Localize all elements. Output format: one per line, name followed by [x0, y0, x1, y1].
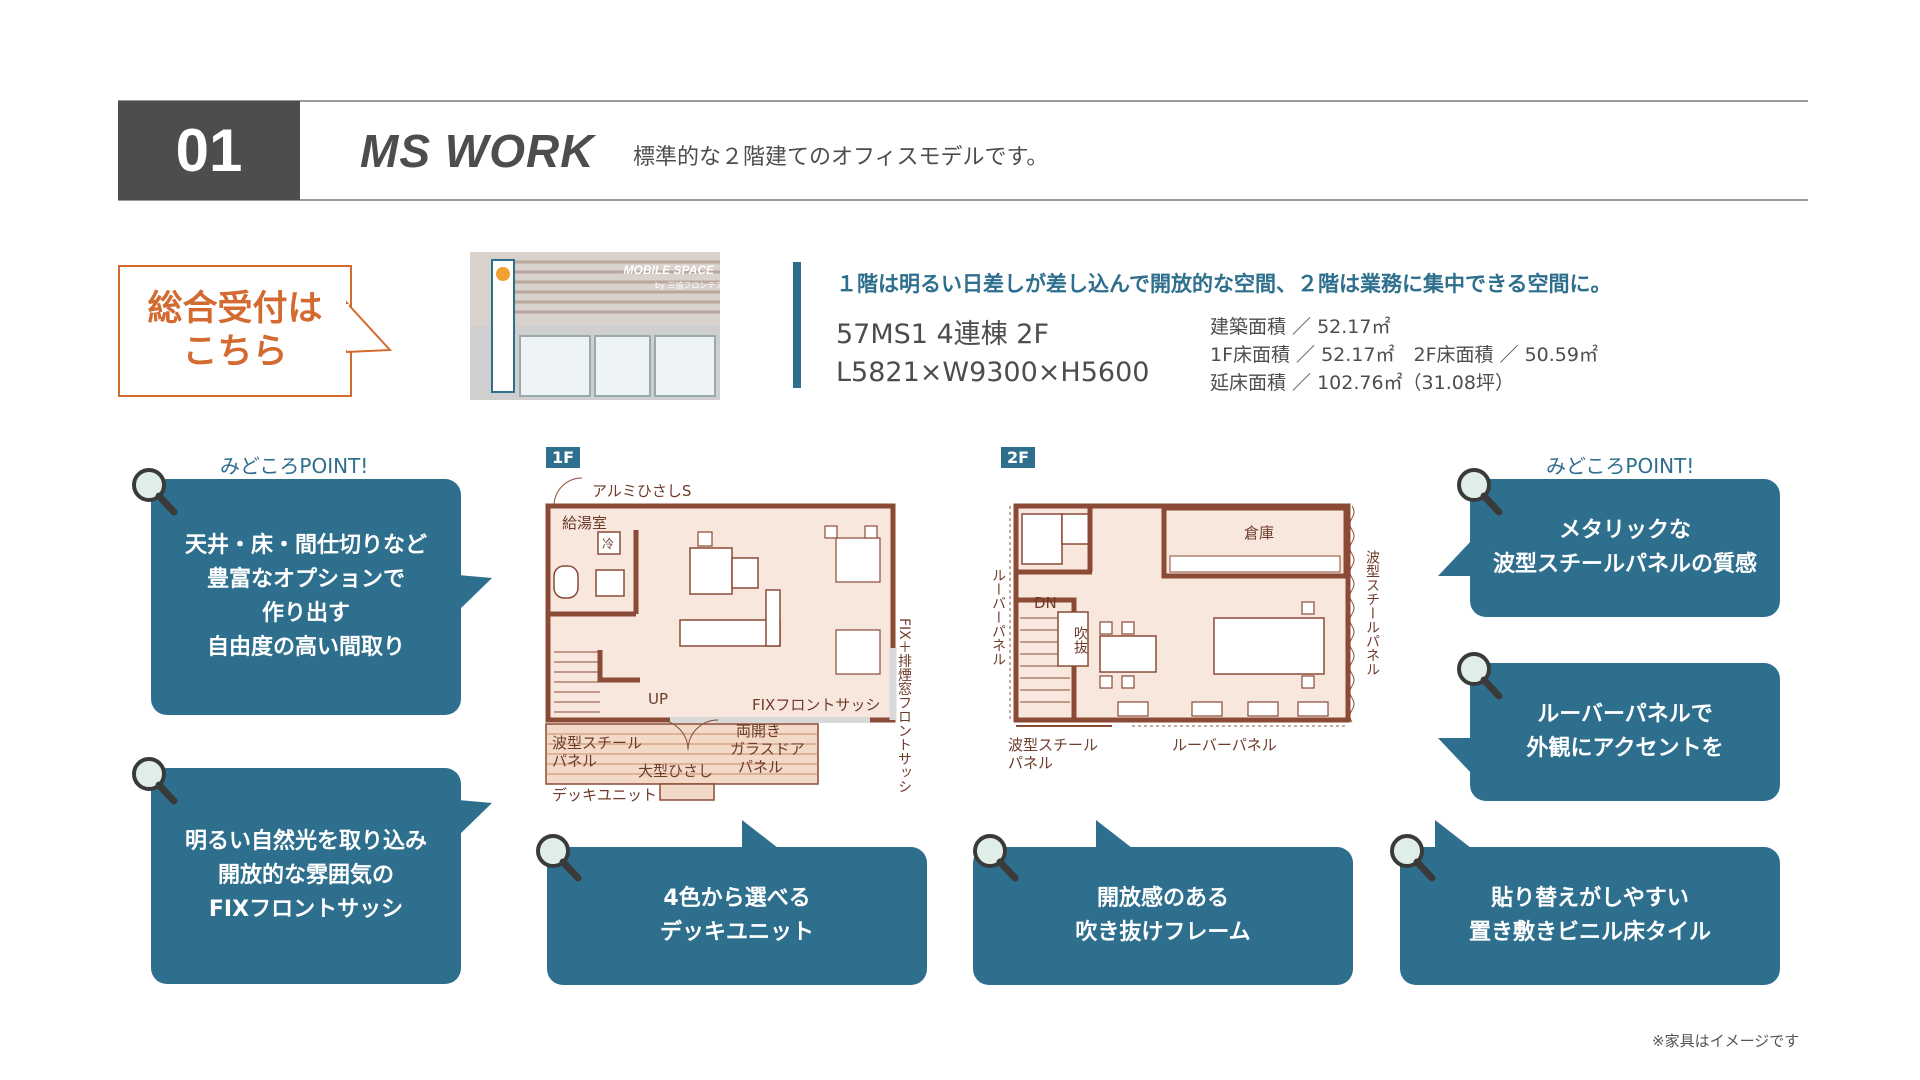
label-fix-sash: FIXフロントサッシ	[752, 696, 880, 714]
magnifier-icon	[973, 834, 1019, 882]
spec-total-area: 延床面積 ／ 102.76㎡（31.08坪）	[1210, 372, 1514, 394]
label-steel-right: 波型スチールパネル	[1364, 550, 1380, 676]
header-bottom-rule	[118, 199, 1808, 201]
point-bubble-void-frame: 開放感のある 吹き抜けフレーム	[973, 847, 1353, 985]
magnifier-icon	[536, 834, 582, 882]
header-top-rule	[118, 100, 1808, 102]
point-bubble-deck: 4色から選べる デッキユニット	[547, 847, 927, 985]
label-steel: 波型スチール	[552, 734, 642, 752]
reception-pointer	[346, 300, 393, 354]
label-awning-s: アルミひさしS	[592, 482, 691, 500]
label-deck: デッキユニット	[552, 786, 657, 804]
label-big-awning: 大型ひさし	[638, 762, 713, 780]
reception-line1: 総合受付は	[147, 289, 323, 329]
points-label-left: みどころPOINT!	[220, 454, 369, 478]
point-bubble-fix-sash: 明るい自然光を取り込み 開放的な雰囲気の FIXフロントサッシ	[151, 768, 461, 984]
reception-button[interactable]: 総合受付は こちら	[118, 265, 352, 397]
bubble-text: 豊富なオプションで	[206, 567, 405, 592]
bubble-text: 作り出す	[261, 601, 350, 626]
section-number: 01	[118, 101, 300, 200]
points-label-right: みどころPOINT!	[1546, 454, 1695, 478]
bubble-text: 開放的な雰囲気の	[217, 863, 394, 888]
magnifier-icon	[1457, 468, 1503, 516]
label-double-door-3: パネル	[738, 758, 783, 776]
bubble-text: 波型スチールパネルの質感	[1492, 552, 1757, 577]
magnifier-icon	[132, 757, 178, 805]
point-bubble-floor-tile: 貼り替えがしやすい 置き敷きビニル床タイル	[1400, 847, 1780, 985]
label-dn: DN	[1034, 594, 1057, 612]
bubble-text: 自由度の高い間取り	[206, 635, 405, 660]
info-accent-bar	[793, 262, 801, 388]
model-name: 57MS1 4連棟 2F	[836, 319, 1050, 350]
bubble-text: FIXフロントサッシ	[208, 897, 404, 922]
floor-plan-1f: アルミひさしS 給湯室 冷 UP FIXフロントサッシ 波型スチール パネル 大…	[545, 477, 912, 804]
floor-tag-2f: 2F	[1001, 447, 1036, 468]
bubble-text: 4色から選べる	[663, 886, 811, 911]
label-double-door-1: 両開き	[736, 722, 781, 740]
bubble-text: 吹き抜けフレーム	[1075, 920, 1251, 945]
bubble-text: 明るい自然光を取り込み	[184, 829, 427, 854]
bubble-tail	[1435, 820, 1471, 848]
magnifier-icon	[1390, 834, 1436, 882]
info-lead: １階は明るい日差しが差し込んで開放的な空間、２階は業務に集中できる空間に。	[836, 272, 1612, 296]
label-panel: パネル	[552, 752, 597, 770]
model-dimensions: L5821×W9300×H5600	[836, 357, 1150, 388]
label-side-sash: FIX＋排煙窓フロントサッシ	[896, 618, 912, 794]
thumb-brand: MOBILE SPACE	[624, 263, 715, 277]
point-bubble-layout: 天井・床・間仕切りなど 豊富なオプションで 作り出す 自由度の高い間取り	[151, 479, 461, 715]
spec-building-area: 建築面積 ／ 52.17㎡	[1210, 316, 1391, 338]
model-block: 57MS1 4連棟 2F L5821×W9300×H5600	[836, 316, 1149, 392]
bubble-text: 天井・床・間仕切りなど	[184, 533, 427, 558]
bubble-tail	[742, 820, 778, 848]
label-louver-bottom: ルーバーパネル	[1172, 736, 1277, 754]
bubble-text: 置き敷きビニル床タイル	[1468, 920, 1711, 945]
label-fridge: 冷	[602, 537, 614, 551]
bubble-tail	[458, 800, 492, 836]
bubble-text: デッキユニット	[659, 920, 814, 945]
building-thumbnail: MOBILE SPACE by 三協フロンテア	[470, 252, 720, 400]
label-up: UP	[648, 690, 668, 708]
bubble-tail	[1438, 738, 1472, 774]
label-void: 吹抜	[1072, 626, 1088, 655]
label-storage: 倉庫	[1244, 524, 1274, 542]
label-louver-left: ルーバーパネル	[990, 568, 1006, 666]
furniture-note: ※家具はイメージです	[1652, 1032, 1800, 1050]
bubble-tail	[1096, 820, 1132, 848]
page-subtitle: 標準的な２階建てのオフィスモデルです。	[633, 145, 1049, 170]
floor-tag-1f: 1F	[546, 447, 581, 468]
bubble-text: 外観にアクセントを	[1526, 736, 1724, 761]
label-steel-bottom-1: 波型スチール	[1008, 736, 1098, 754]
bubble-text: 貼り替えがしやすい	[1491, 886, 1689, 911]
magnifier-icon	[132, 468, 178, 516]
bubble-text: ルーバーパネルで	[1537, 702, 1713, 727]
bubble-tail	[458, 575, 492, 611]
label-double-door-2: ガラスドア	[730, 740, 805, 758]
point-bubble-louver: ルーバーパネルで 外観にアクセントを	[1470, 663, 1780, 801]
bubble-tail	[1438, 540, 1472, 576]
magnifier-icon	[1457, 652, 1503, 700]
spec-floor-area: 1F床面積 ／ 52.17㎡ 2F床面積 ／ 50.59㎡	[1210, 344, 1598, 366]
floor-plan-2f: 倉庫 DN 吹抜 ルーバーパネル 波型スチールパネル 波型スチール パネル ルー…	[990, 503, 1380, 772]
reception-line2: こちら	[182, 332, 288, 372]
label-steel-bottom-2: パネル	[1008, 754, 1053, 772]
thumb-brand-sub: by 三協フロンテア	[655, 280, 720, 290]
page-title: MS WORK	[360, 125, 595, 177]
point-bubble-steel-panel: メタリックな 波型スチールパネルの質感	[1470, 479, 1780, 617]
label-kitchen: 給湯室	[562, 514, 607, 532]
spec-list: 建築面積 ／ 52.17㎡ 1F床面積 ／ 52.17㎡ 2F床面積 ／ 50.…	[1210, 313, 1598, 397]
bubble-text: メタリックな	[1558, 518, 1691, 543]
bubble-text: 開放感のある	[1096, 886, 1229, 911]
